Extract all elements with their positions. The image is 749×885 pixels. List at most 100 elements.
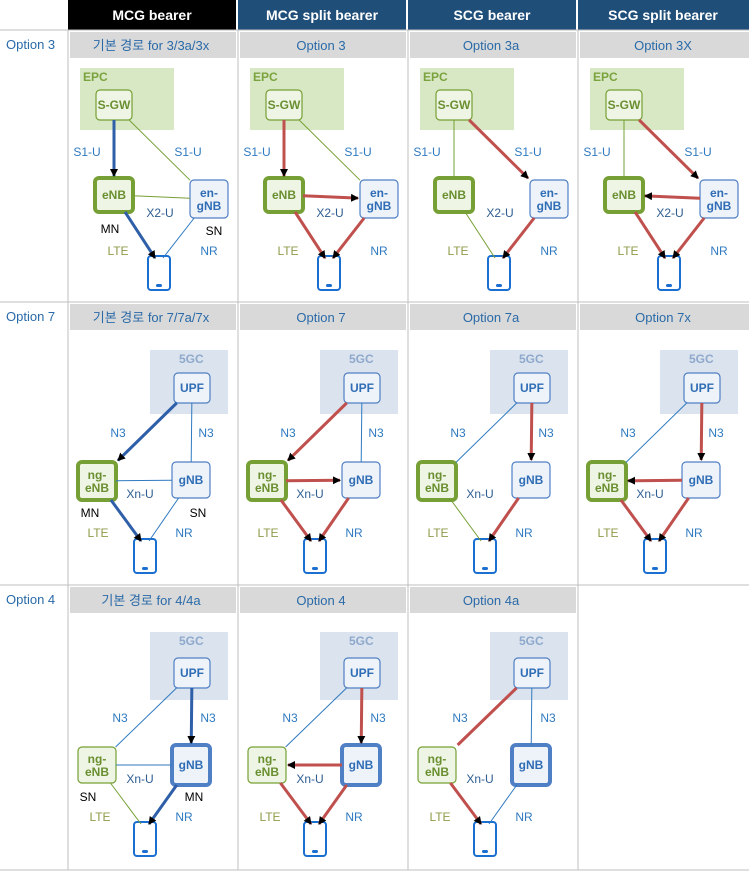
ue-phone-icon (147, 255, 171, 291)
ue-phone-icon (643, 538, 667, 574)
core-node-label: UPF (350, 381, 374, 395)
ue-phone-button-icon (312, 850, 318, 853)
secondary-node-label: SN (80, 790, 97, 804)
lte-label: LTE (257, 526, 278, 540)
link-core-nr (527, 402, 536, 461)
lte-node-label-line1: ng- (428, 468, 447, 482)
row-label: Option 3 (6, 37, 55, 52)
ue-phone-button-icon (142, 850, 148, 853)
lte-node-label: eNB (612, 188, 636, 202)
lte-node-label-line2: eNB (425, 765, 449, 779)
core-node-label: UPF (180, 381, 204, 395)
core-network-label: EPC (253, 70, 278, 84)
lte-node-label-line1: ng- (428, 752, 447, 766)
interface-label-x: X2-U (656, 206, 683, 220)
link-lte-ue (110, 782, 142, 825)
link-lte-ue (123, 211, 157, 259)
core-node-label: S-GW (98, 98, 131, 112)
nr-node-box (171, 461, 211, 499)
core-node-box (343, 372, 381, 404)
subheader-label: 기본 경로 for 4/4a (101, 593, 201, 608)
link-lte-ue (293, 211, 327, 259)
link-core-nr (697, 402, 706, 461)
interface-label-x: X2-U (316, 206, 343, 220)
core-node-label: UPF (520, 666, 544, 680)
secondary-node-label: SN (206, 224, 223, 238)
nr-node-label-line1: en- (540, 186, 558, 200)
link-lte-ue (279, 499, 313, 542)
link-lte-ue (279, 782, 313, 825)
lte-label: LTE (597, 526, 618, 540)
link-nr-ue (162, 217, 195, 259)
link-x-nr-lte (627, 476, 683, 485)
nr-node-box (511, 461, 551, 499)
ue-phone-icon (303, 538, 327, 574)
link-core-lte (115, 687, 177, 748)
subheader-label: Option 4 (296, 593, 345, 608)
lte-node-label-line1: ng- (88, 468, 107, 482)
nr-node-label: gNB (689, 473, 714, 487)
subheader-label: Option 7a (463, 310, 520, 325)
header-mcg-split-bearer (238, 0, 406, 30)
master-node-label: MN (185, 790, 204, 804)
nr-node-label: gNB (519, 758, 544, 772)
lte-node-label: eNB (102, 188, 126, 202)
nr-node-box (699, 179, 739, 219)
link-core-nr (468, 118, 530, 180)
header-col4-label: SCG split bearer (608, 7, 718, 23)
header-scg-split-bearer (578, 0, 749, 30)
header-col1-label: MCG bearer (112, 7, 192, 23)
nr-label: NR (175, 810, 193, 824)
interface-label-core-nr: S1-U (174, 145, 201, 159)
nr-label: NR (685, 526, 703, 540)
interface-label-core-lte: N3 (280, 426, 296, 440)
ue-phone-button-icon (666, 284, 672, 287)
link-core-nr (360, 402, 363, 463)
header-col3-label: SCG bearer (453, 7, 531, 23)
link-nr-ue (487, 497, 520, 542)
link-nr-ue (671, 217, 706, 259)
secondary-node-label: SN (190, 506, 207, 520)
core-network-label: 5GC (349, 634, 374, 648)
nr-label: NR (370, 244, 388, 258)
nr-node-box (341, 461, 381, 499)
lte-node-label-line2: eNB (85, 481, 109, 495)
nr-label: NR (345, 810, 363, 824)
interface-label-core-lte: N3 (282, 711, 298, 725)
lte-node-box (263, 176, 305, 214)
link-nr-ue (331, 217, 366, 259)
core-node-label: UPF (690, 381, 714, 395)
core-network-label: 5GC (349, 352, 374, 366)
link-x-nr-lte (644, 192, 701, 201)
core-network-label: 5GC (519, 352, 544, 366)
lte-label: LTE (427, 526, 448, 540)
ue-phone-button-icon (312, 567, 318, 570)
link-lte-ue (464, 211, 496, 259)
link-core-nr (190, 402, 193, 463)
core-network-label: 5GC (689, 352, 714, 366)
lte-label: LTE (89, 810, 110, 824)
ue-phone-icon (133, 538, 157, 574)
interface-label-core-lte: N3 (112, 711, 128, 725)
core-node-label: S-GW (438, 98, 471, 112)
ue-phone-button-icon (482, 850, 488, 853)
lte-node-box (416, 460, 458, 502)
core-node-label: S-GW (268, 98, 301, 112)
core-node-box (683, 372, 721, 404)
interface-label-core-lte: N3 (110, 426, 126, 440)
interface-label-core-lte: S1-U (243, 145, 270, 159)
nr-node-label-line1: en- (710, 186, 728, 200)
link-core-nr (128, 119, 191, 181)
subheader-box (70, 587, 236, 613)
ue-phone-button-icon (156, 284, 162, 287)
interface-label-core-nr: S1-U (344, 145, 371, 159)
lte-node-box (76, 460, 118, 502)
lte-label: LTE (429, 810, 450, 824)
interface-label-core-lte: N3 (452, 711, 468, 725)
nr-node-box (510, 743, 552, 787)
link-x-lte-nr (285, 476, 341, 485)
